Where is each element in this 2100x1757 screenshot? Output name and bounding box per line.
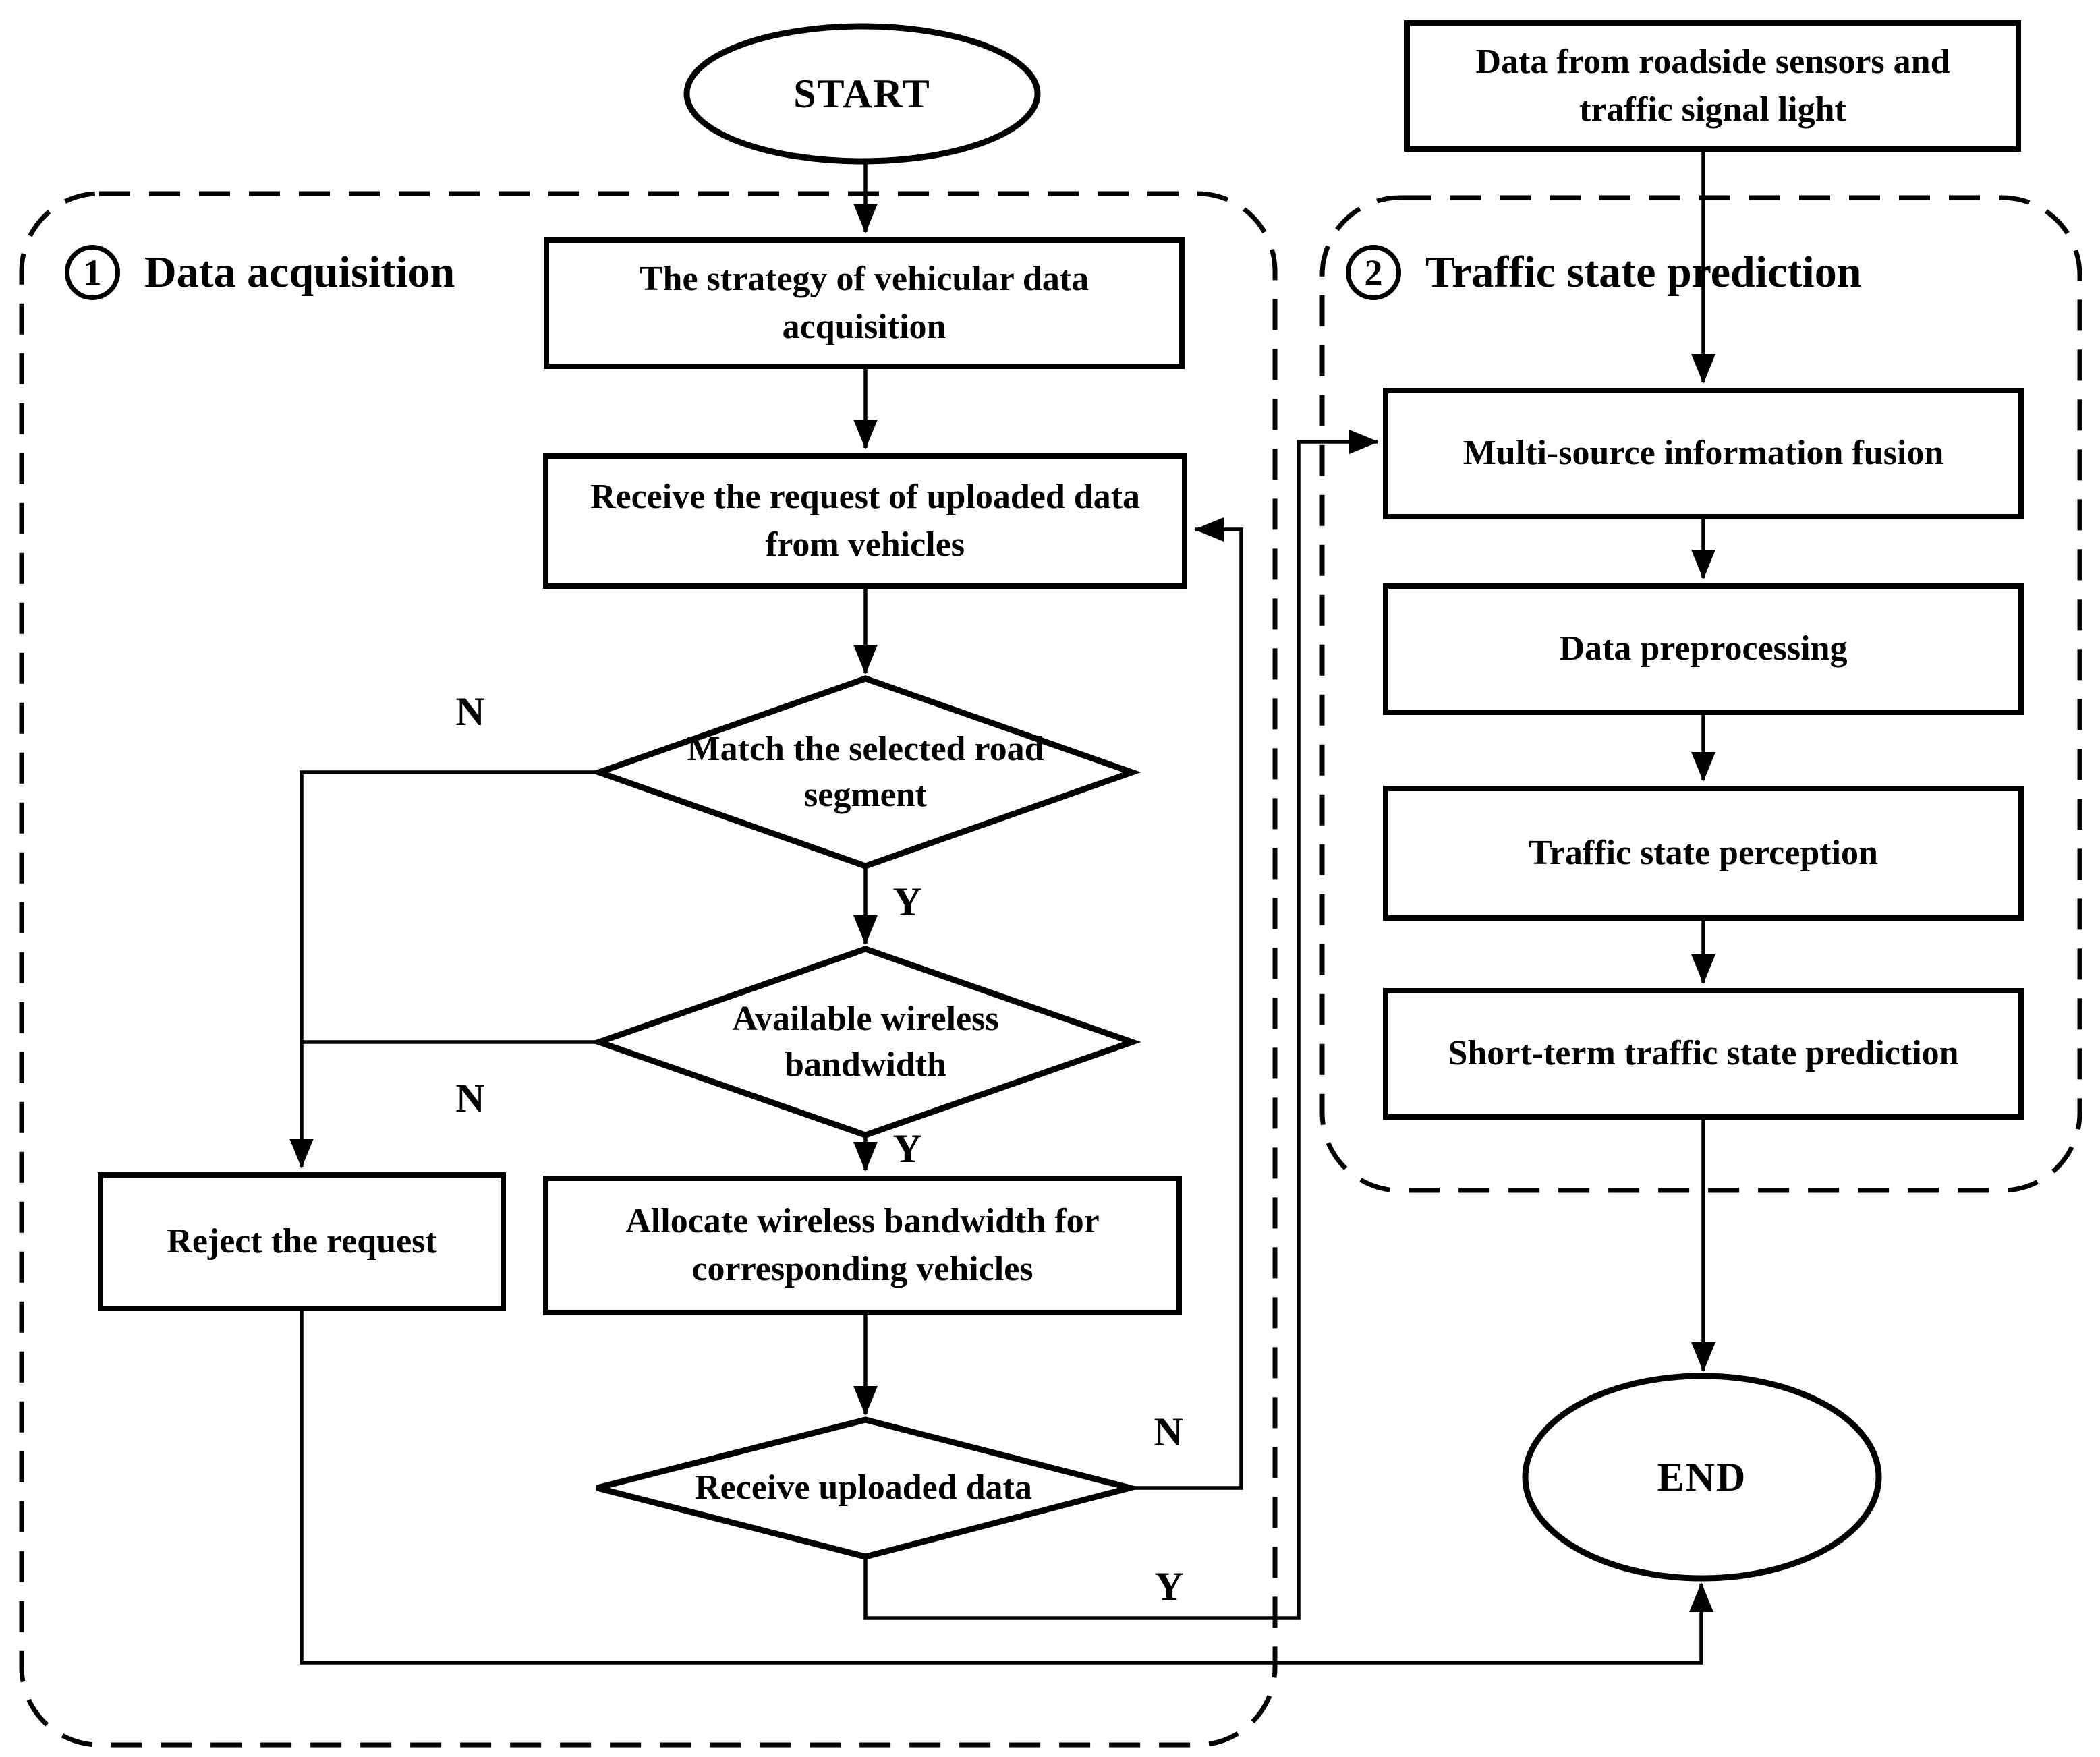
process-reject-request: Reject the request	[98, 1172, 506, 1311]
process-prediction: Short-term traffic state prediction	[1383, 988, 2024, 1120]
process-perception: Traffic state perception	[1383, 786, 2024, 921]
decision-receive-uploaded-label: Receive uploaded data	[695, 1468, 1032, 1507]
decision-bandwidth-label: Available wireless bandwidth	[732, 1000, 999, 1084]
section-label-data-acquisition: 1 Data acquisition	[65, 245, 455, 300]
start-terminator-shape	[683, 23, 1041, 165]
section-frame-data-acquisition	[19, 191, 1278, 1748]
section-2-title: Traffic state prediction	[1425, 248, 1862, 297]
branch-no-receive-uploaded: N	[1154, 1409, 1183, 1454]
section-label-traffic-state-prediction: 2 Traffic state prediction	[1346, 245, 1861, 300]
branch-yes-bandwidth: Y	[892, 1126, 922, 1171]
section-1-badge: 1	[65, 245, 120, 300]
process-strategy: The strategy of vehicular data acquisiti…	[544, 237, 1185, 369]
process-preprocessing: Data preprocessing	[1383, 583, 2024, 715]
process-roadside-data: Data from roadside sensors and traffic s…	[1404, 20, 2021, 152]
section-1-title: Data acquisition	[144, 248, 455, 297]
edge-reject-to-end	[300, 1311, 1713, 1665]
branch-no-match: N	[455, 689, 485, 734]
end-terminator-shape	[1522, 1373, 1882, 1582]
process-receive-request: Receive the request of uploaded data fro…	[543, 453, 1187, 589]
branch-no-bandwidth: N	[455, 1075, 485, 1120]
branch-yes-match: Y	[892, 879, 922, 924]
branch-yes-receive-uploaded: Y	[1154, 1563, 1184, 1609]
process-fusion: Multi-source information fusion	[1383, 388, 2024, 519]
edge-receive-uploaded-no-feedback	[1130, 517, 1243, 1490]
section-2-badge: 2	[1346, 245, 1401, 300]
decision-match-label: Match the selected road segment	[687, 730, 1044, 814]
edge-receive-uploaded-yes-to-fusion	[863, 430, 1379, 1620]
section-frame-traffic-state-prediction	[1319, 195, 2082, 1193]
end-terminator-label: END	[1657, 1454, 1747, 1499]
start-terminator-label: START	[793, 71, 931, 116]
process-allocate-bandwidth: Allocate wireless bandwidth for correspo…	[543, 1176, 1182, 1315]
edge-match-no-to-reject	[289, 770, 599, 1168]
